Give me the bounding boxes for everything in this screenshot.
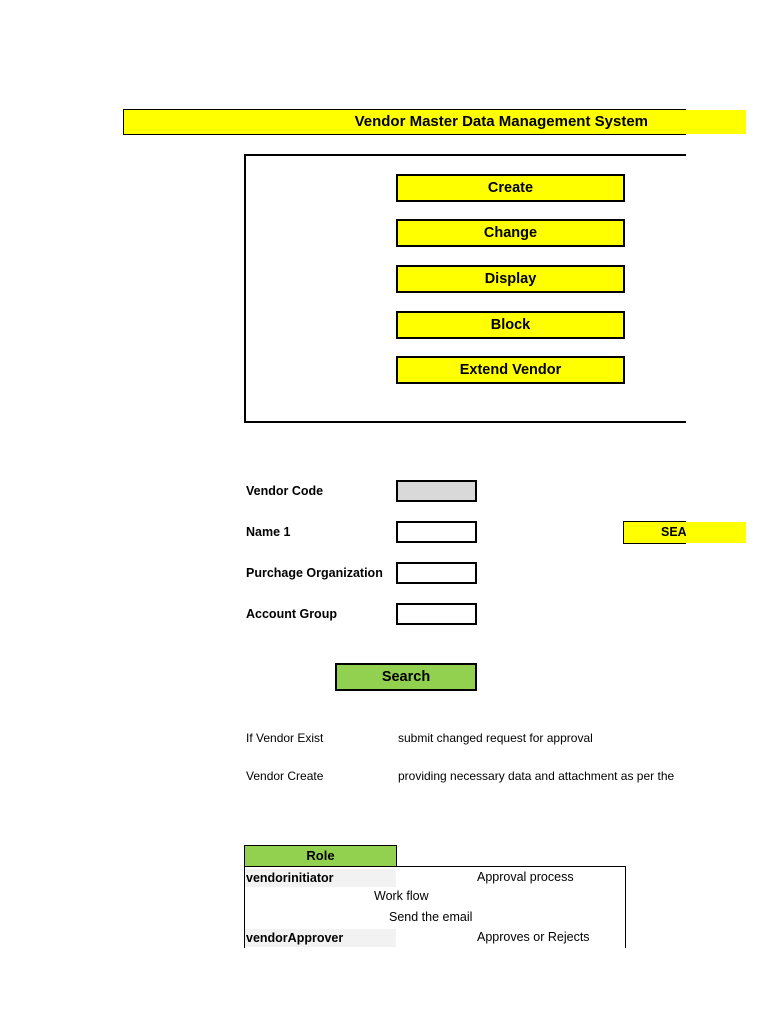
role-initiator: vendorinitiator bbox=[245, 869, 396, 887]
display-button[interactable]: Display bbox=[396, 265, 625, 293]
note-vendor-create-label: Vendor Create bbox=[246, 769, 324, 783]
create-button[interactable]: Create bbox=[396, 174, 625, 202]
note-if-vendor-exist-label: If Vendor Exist bbox=[246, 731, 324, 745]
approves-or-rejects-text: Approves or Rejects bbox=[477, 930, 590, 944]
menu-panel bbox=[244, 154, 686, 423]
account-group-field[interactable] bbox=[396, 603, 477, 625]
title-bar-extension bbox=[686, 110, 746, 134]
role-approver: vendorApprover bbox=[245, 929, 396, 947]
vendor-code-label: Vendor Code bbox=[246, 484, 324, 498]
block-button[interactable]: Block bbox=[396, 311, 625, 339]
name1-input[interactable] bbox=[398, 523, 475, 541]
account-group-label: Account Group bbox=[246, 607, 337, 621]
send-email-text: Send the email bbox=[389, 910, 473, 924]
name1-field[interactable] bbox=[396, 521, 477, 543]
purchase-organization-input[interactable] bbox=[398, 564, 475, 582]
search-button[interactable]: Search bbox=[335, 663, 477, 691]
search-side-extension bbox=[686, 522, 746, 543]
vendor-code-field[interactable] bbox=[396, 480, 477, 502]
search-side-button[interactable]: SEARCH bbox=[623, 521, 686, 544]
role-table bbox=[244, 866, 626, 948]
change-button[interactable]: Change bbox=[396, 219, 625, 247]
name1-label: Name 1 bbox=[246, 525, 291, 539]
purchase-organization-field[interactable] bbox=[396, 562, 477, 584]
note-if-vendor-exist-text: submit changed request for approval bbox=[398, 731, 593, 745]
note-vendor-create-text: providing necessary data and attachment … bbox=[398, 769, 675, 783]
vendor-code-input[interactable] bbox=[398, 482, 475, 500]
approval-process-text: Approval process bbox=[477, 870, 574, 884]
extend-vendor-button[interactable]: Extend Vendor bbox=[396, 356, 625, 384]
account-group-input[interactable] bbox=[398, 605, 475, 623]
purchase-organization-label: Purchage Organization bbox=[246, 566, 383, 580]
workflow-text: Work flow bbox=[374, 889, 429, 903]
role-header: Role bbox=[244, 845, 397, 867]
page-title: Vendor Master Data Management System bbox=[123, 109, 686, 135]
